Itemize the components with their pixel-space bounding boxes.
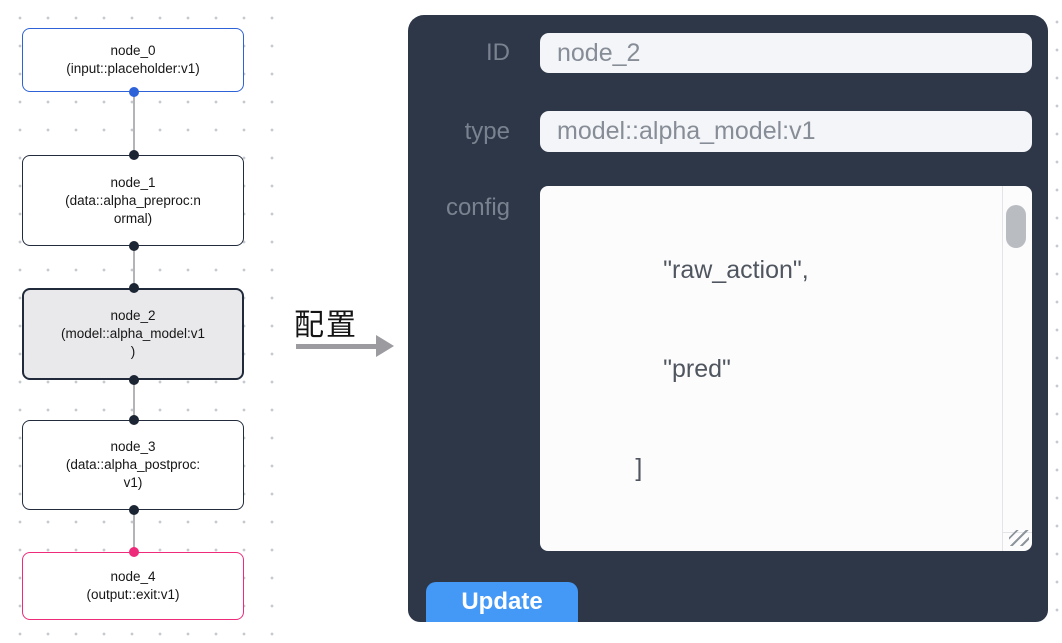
textarea-resize-handle-icon[interactable] — [1009, 530, 1029, 546]
config-annotation-label: 配置 — [294, 309, 358, 342]
scrollbar-thumb[interactable] — [1006, 205, 1026, 248]
node_2-target-handle[interactable] — [129, 283, 139, 293]
node-title: node_2 — [110, 308, 156, 323]
flow-node-node_2-selected[interactable]: node_2 (model::alpha_model:v1 ) — [22, 288, 244, 380]
node_1-target-handle[interactable] — [129, 150, 139, 160]
edge-node2-node3 — [133, 380, 135, 420]
config-textarea[interactable]: "raw_action", "pred" ] }, "trace": { "sc… — [540, 186, 1032, 551]
type-input[interactable] — [540, 111, 1032, 152]
id-input[interactable] — [540, 33, 1032, 73]
flow-node-node_4[interactable]: node_4 (output::exit:v1) — [22, 552, 244, 620]
edge-node1-node2 — [133, 246, 135, 288]
flow-node-node_3[interactable]: node_3 (data::alpha_postproc: v1) — [22, 420, 244, 510]
node_3-source-handle[interactable] — [129, 505, 139, 515]
node-title: node_4 — [110, 569, 156, 584]
node-config-panel: ID type config "raw_action", "pred" ] },… — [408, 15, 1048, 622]
node-subtitle: (data::alpha_preproc:n — [65, 192, 201, 208]
edge-node3-node4 — [133, 510, 135, 552]
id-field-label: ID — [486, 39, 510, 66]
node-subtitle: (input::placeholder:v1) — [66, 61, 200, 76]
node-subtitle: ) — [130, 344, 136, 359]
node_1-source-handle[interactable] — [129, 241, 139, 251]
config-field-label: config — [445, 194, 510, 221]
flow-node-node_0[interactable]: node_0 (input::placeholder:v1) — [22, 28, 244, 92]
node_2-source-handle[interactable] — [129, 375, 139, 385]
config-json-text: "raw_action", "pred" ] }, "trace": { "sc… — [552, 256, 809, 482]
edge-node0-node1 — [133, 92, 135, 155]
scrollbar-track-divider — [1002, 186, 1003, 551]
node-subtitle: v1) — [123, 475, 143, 490]
node-subtitle: (data::alpha_postproc: — [65, 457, 201, 472]
node-title: node_3 — [110, 439, 156, 454]
node_4-target-handle[interactable] — [129, 547, 139, 557]
node_0-source-handle[interactable] — [129, 87, 139, 97]
node_3-target-handle[interactable] — [129, 415, 139, 425]
flow-node-node_1[interactable]: node_1 (data::alpha_preproc:n ormal) — [22, 155, 244, 246]
node-subtitle: (model::alpha_model:v1 — [60, 326, 206, 341]
node-subtitle: ormal) — [113, 210, 153, 226]
update-button[interactable]: Update — [426, 582, 578, 622]
annotation-arrow-head — [376, 335, 394, 357]
annotation-arrow — [296, 344, 378, 349]
node-title: node_1 — [110, 174, 156, 190]
type-field-label: type — [464, 118, 510, 145]
node-title: node_0 — [110, 43, 156, 58]
node-subtitle: (output::exit:v1) — [86, 587, 180, 602]
